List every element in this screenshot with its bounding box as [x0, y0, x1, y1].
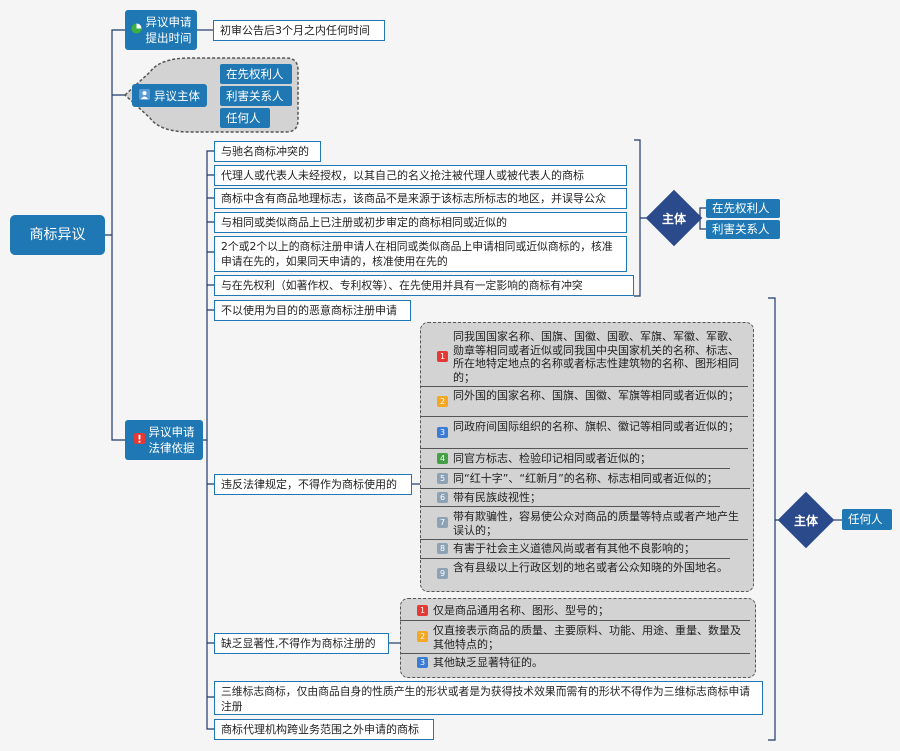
group1-subject-text: 在先权利人	[712, 201, 770, 215]
number-badge-2: 2	[437, 396, 448, 407]
violation-item-text: 带有民族歧视性；	[453, 491, 541, 504]
subject-item-interested-party[interactable]: 利害关系人	[220, 86, 292, 106]
basis-label-1: 异议申请	[148, 425, 195, 439]
number-badge-1: 1	[437, 351, 448, 362]
user-icon	[139, 88, 150, 104]
violation-item-9[interactable]: 9 含有县级以上行政区划的地名或者公众知晓的外国地名。	[437, 561, 742, 579]
basis-item-text: 代理人或代表人未经授权，以其自己的名义抢注被代理人或被代表人的商标	[221, 169, 584, 182]
violation-separator	[420, 488, 750, 489]
distinctiveness-item-text: 其他缺乏显著特征的。	[433, 656, 543, 669]
distinctiveness-item-2[interactable]: 2 仅直接表示商品的质量、主要原料、功能、用途、重量、数量及其他特点的；	[417, 624, 747, 651]
violation-item-text: 同外国的国家名称、国旗、国徽、军旗等相同或者近似的；	[453, 389, 739, 402]
distinctiveness-separator	[400, 620, 750, 621]
violation-item-text: 有害于社会主义道德风尚或者有其他不良影响的；	[453, 542, 695, 555]
group2-subject-text: 任何人	[848, 512, 883, 526]
basis-item-text: 与在先权利（如著作权、专利权等）、在先使用并具有一定影响的商标有冲突	[221, 279, 583, 292]
basis-item-text: 三维标志商标，仅由商品自身的性质产生的形状或者是为获得技术效果而需有的形状不得作…	[221, 685, 751, 713]
number-badge-2: 2	[417, 631, 428, 642]
group2-subject-anyone[interactable]: 任何人	[842, 509, 892, 530]
violation-item-text: 同官方标志、检验印记相同或者近似的；	[453, 452, 651, 465]
number-badge-3: 3	[437, 427, 448, 438]
basis-item-same-day[interactable]: 2个或2个以上的商标注册申请人在相同或类似商品上申请相同或近似商标的，核准申请在…	[214, 236, 627, 272]
violation-node[interactable]: 违反法律规定，不得作为商标使用的	[214, 474, 412, 495]
group1-subject-interested-party[interactable]: 利害关系人	[706, 220, 780, 239]
subject-diamond-2-label: 主体	[793, 514, 818, 528]
violation-item-1[interactable]: 1 同我国国家名称、国旗、国徽、国歌、军旗、军徽、军歌、勋章等相同或者近似或同我国…	[437, 330, 742, 384]
violation-item-text: 含有县级以上行政区划的地名或者公众知晓的外国地名。	[453, 561, 728, 574]
violation-separator	[420, 448, 748, 449]
violation-label: 违反法律规定，不得作为商标使用的	[221, 478, 397, 491]
basis-item-text: 商标代理机构跨业务范围之外申请的商标	[221, 723, 419, 736]
timing-label-1: 异议申请	[145, 15, 192, 29]
subject-item-text: 利害关系人	[226, 88, 284, 103]
violation-item-2[interactable]: 2 同外国的国家名称、国旗、国徽、军旗等相同或者近似的；	[437, 389, 742, 407]
exclamation-icon	[133, 432, 145, 448]
violation-separator	[420, 386, 748, 387]
number-badge-3: 3	[417, 657, 428, 668]
number-badge-1: 1	[417, 605, 428, 616]
number-badge-8: 8	[437, 543, 448, 554]
subject-item-text: 在先权利人	[226, 66, 284, 81]
distinctiveness-item-3[interactable]: 3 其他缺乏显著特征的。	[417, 656, 747, 670]
timing-node[interactable]: 异议申请提出时间	[125, 10, 197, 50]
basis-item-text: 不以使用为目的的恶意商标注册申请	[221, 304, 397, 317]
violation-item-text: 同政府间国际组织的名称、旗帜、徽记等相同或者近似的；	[453, 420, 739, 433]
basis-item-geo-indication[interactable]: 商标中含有商品地理标志，该商品不是来源于该标志所标志的地区，并误导公众	[214, 188, 627, 209]
basis-item-well-known[interactable]: 与驰名商标冲突的	[214, 141, 321, 162]
root-node[interactable]: 商标异议	[10, 215, 105, 255]
violation-item-7[interactable]: 7 带有欺骗性，容易使公众对商品的质量等特点或者产地产生误认的；	[437, 510, 742, 537]
basis-item-text: 与相同或类似商品上已注册或初步审定的商标相同或近似的	[221, 216, 507, 229]
group1-subject-text: 利害关系人	[712, 222, 770, 236]
basis-item-text: 2个或2个以上的商标注册申请人在相同或类似商品上申请相同或近似商标的，核准申请在…	[221, 240, 613, 268]
subject-item-anyone[interactable]: 任何人	[220, 108, 270, 128]
violation-item-3[interactable]: 3 同政府间国际组织的名称、旗帜、徽记等相同或者近似的；	[437, 420, 742, 438]
violation-item-6[interactable]: 6 带有民族歧视性；	[437, 491, 742, 505]
timing-value-text: 初审公告后3个月之内任何时间	[220, 24, 370, 37]
violation-item-4[interactable]: 4 同官方标志、检验印记相同或者近似的；	[437, 452, 742, 466]
basis-item-similar-mark[interactable]: 与相同或类似商品上已注册或初步审定的商标相同或近似的	[214, 212, 627, 233]
number-badge-6: 6	[437, 492, 448, 503]
distinctiveness-node[interactable]: 缺乏显著性,不得作为商标注册的	[214, 633, 389, 654]
basis-item-prior-rights[interactable]: 与在先权利（如著作权、专利权等）、在先使用并具有一定影响的商标有冲突	[214, 275, 634, 296]
subject-item-prior-right-holder[interactable]: 在先权利人	[220, 64, 292, 84]
distinctiveness-separator	[400, 653, 750, 654]
violation-separator	[420, 539, 748, 540]
basis-node[interactable]: 异议申请法律依据	[125, 420, 203, 460]
subject-node[interactable]: 异议主体	[132, 84, 207, 107]
violation-list	[420, 322, 754, 592]
number-badge-9: 9	[437, 568, 448, 579]
number-badge-5: 5	[437, 473, 448, 484]
basis-label-2: 法律依据	[148, 441, 195, 455]
group1-subject-prior-right-holder[interactable]: 在先权利人	[706, 199, 780, 218]
subject-label: 异议主体	[154, 88, 200, 103]
violation-item-text: 同“红十字”、“红新月”的名称、标志相同或者近似的；	[453, 472, 718, 485]
root-label: 商标异议	[29, 226, 86, 243]
violation-separator	[420, 416, 748, 417]
basis-item-bad-faith[interactable]: 不以使用为目的的恶意商标注册申请	[214, 300, 411, 321]
subject-item-text: 任何人	[226, 110, 261, 125]
basis-item-agency[interactable]: 商标代理机构跨业务范围之外申请的商标	[214, 719, 434, 740]
basis-item-agent[interactable]: 代理人或代表人未经授权，以其自己的名义抢注被代理人或被代表人的商标	[214, 165, 627, 186]
basis-item-text: 与驰名商标冲突的	[221, 145, 309, 158]
distinctiveness-item-1[interactable]: 1 仅是商品通用名称、图形、型号的；	[417, 604, 747, 618]
violation-separator	[420, 506, 720, 507]
violation-item-text: 同我国国家名称、国旗、国徽、国歌、军旗、军徽、军歌、勋章等相同或者近似或同我国中…	[453, 330, 739, 384]
timing-label-2: 提出时间	[145, 31, 192, 45]
violation-separator	[420, 558, 730, 559]
distinctiveness-label: 缺乏显著性,不得作为商标注册的	[221, 637, 376, 650]
distinctiveness-item-text: 仅是商品通用名称、图形、型号的；	[433, 604, 609, 617]
basis-item-3d-mark[interactable]: 三维标志商标，仅由商品自身的性质产生的形状或者是为获得技术效果而需有的形状不得作…	[214, 681, 763, 715]
basis-item-text: 商标中含有商品地理标志，该商品不是来源于该标志所标志的地区，并误导公众	[221, 192, 606, 205]
pie-chart-icon	[130, 22, 142, 38]
number-badge-7: 7	[437, 517, 448, 528]
number-badge-4: 4	[437, 453, 448, 464]
timing-value[interactable]: 初审公告后3个月之内任何时间	[213, 20, 385, 41]
violation-separator	[420, 468, 730, 469]
subject-diamond-1-label: 主体	[661, 212, 686, 226]
distinctiveness-list	[400, 598, 756, 678]
violation-item-text: 带有欺骗性，容易使公众对商品的质量等特点或者产地产生误认的；	[453, 510, 739, 537]
violation-item-5[interactable]: 5 同“红十字”、“红新月”的名称、标志相同或者近似的；	[437, 472, 747, 486]
violation-item-8[interactable]: 8 有害于社会主义道德风尚或者有其他不良影响的；	[437, 542, 742, 556]
distinctiveness-item-text: 仅直接表示商品的质量、主要原料、功能、用途、重量、数量及其他特点的；	[433, 624, 741, 651]
